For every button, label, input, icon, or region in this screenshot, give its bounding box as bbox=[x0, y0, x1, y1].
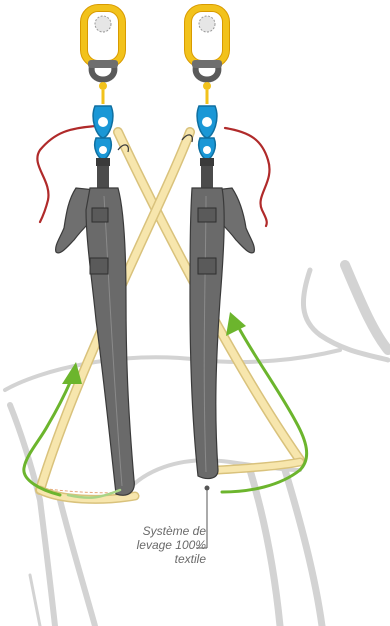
lifting-strap-crossing bbox=[40, 132, 300, 499]
callout-line-3: textile bbox=[96, 552, 206, 566]
shackle-icon bbox=[192, 60, 222, 104]
master-link-icon bbox=[84, 8, 122, 64]
callout-line-2: levage 100% bbox=[96, 538, 206, 552]
right-rigging bbox=[188, 8, 254, 478]
master-link-icon bbox=[188, 8, 226, 64]
lifting-handle bbox=[190, 166, 254, 478]
lifting-handle bbox=[56, 166, 135, 495]
swivel-hook-icon bbox=[197, 106, 217, 166]
callout-line-1: Système de bbox=[96, 524, 206, 538]
callout-label: Système de levage 100% textile bbox=[96, 524, 206, 566]
callout-dot bbox=[205, 486, 210, 491]
shackle-icon bbox=[88, 60, 118, 104]
swivel-hook-icon bbox=[93, 106, 113, 166]
